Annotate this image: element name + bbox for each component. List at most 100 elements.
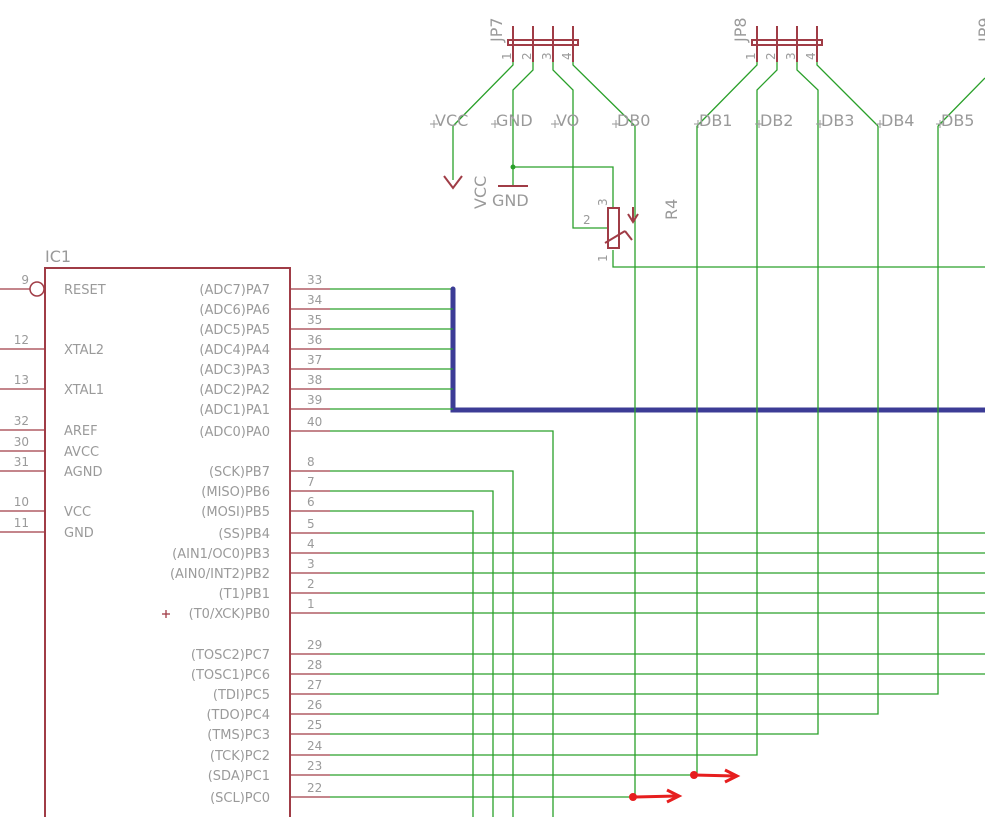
- connector-jp8[interactable]: JP8 1 2 3 4: [731, 17, 823, 62]
- wires: [330, 62, 985, 817]
- ic1-left-pin-name: VCC: [64, 505, 91, 520]
- ic1-left-pin-number: 30: [14, 435, 29, 449]
- ic1-right-pin-number: 29: [307, 638, 322, 652]
- vcc-supply[interactable]: VCC: [443, 175, 490, 209]
- ic1-right-pin-name: (ADC6)PA6: [199, 303, 270, 318]
- vcc-supply-label: VCC: [471, 176, 490, 209]
- connector-jp7[interactable]: JP7 1 2 3 4: [487, 17, 579, 62]
- ic1-right-pin-name: (ADC3)PA3: [199, 363, 270, 378]
- wire-pc2-db2[interactable]: [330, 126, 758, 756]
- wire-jp9-1[interactable]: [937, 77, 985, 127]
- ic1-right-pin-name: (MISO)PB6: [201, 485, 270, 500]
- net-label-db5: DB5: [941, 111, 974, 130]
- r4-pinnum-3: 3: [596, 198, 610, 206]
- r4-pinnum-2: 2: [583, 213, 591, 227]
- ic1-name: IC1: [45, 247, 71, 266]
- ic1-right-pin-number: 37: [307, 353, 322, 367]
- wire-jp7-1[interactable]: [452, 62, 514, 127]
- wire-pot-1[interactable]: [612, 250, 985, 268]
- wire-gnd-pot[interactable]: [513, 166, 614, 207]
- ic1-left-pin-number: 12: [14, 333, 29, 347]
- gnd-supply-label: GND: [492, 191, 529, 210]
- ic1[interactable]: IC1 9RESET12XTAL213XTAL132AREF30AVCC31AG…: [0, 247, 330, 817]
- ic1-left-pin-number: 9: [21, 273, 29, 287]
- jp7-name: JP7: [487, 17, 506, 43]
- net-label-db4: DB4: [881, 111, 914, 130]
- vcc-arrow-icon: [443, 175, 463, 190]
- ic1-left-pin-number: 31: [14, 455, 29, 469]
- wire-jp8-2[interactable]: [756, 62, 778, 126]
- ic1-right-pin-number: 1: [307, 597, 315, 611]
- ic1-right-pin-number: 38: [307, 373, 322, 387]
- ic1-right-pin-name: (SDA)PC1: [208, 769, 270, 784]
- gnd-supply[interactable]: GND: [492, 185, 529, 210]
- ic1-left-pin-number: 10: [14, 495, 29, 509]
- r4-wiper-tail: [624, 230, 633, 241]
- ic1-right-pin-number: 22: [307, 781, 322, 795]
- ic1-right-pin-number: 24: [307, 739, 322, 753]
- ic1-left-pins: 9RESET12XTAL213XTAL132AREF30AVCC31AGND10…: [0, 273, 106, 541]
- ic1-right-pin-number: 33: [307, 273, 322, 287]
- wire-jp8-4[interactable]: [816, 62, 879, 127]
- ic1-left-pin-name: XTAL2: [64, 343, 104, 358]
- junction-bus: [450, 286, 456, 292]
- r4-body: [607, 207, 620, 249]
- wire-jp7-3[interactable]: [552, 62, 574, 126]
- net-label-gnd: GND: [496, 111, 533, 130]
- airwire-1-arrow-icon: [724, 768, 741, 784]
- wire-pc4-db4[interactable]: [330, 126, 879, 715]
- wire-jp8-3[interactable]: [796, 62, 819, 126]
- wire-jp7-2[interactable]: [512, 62, 534, 126]
- ic1-right-pin-name: (AIN1/OC0)PB3: [172, 547, 270, 562]
- wire-pb6[interactable]: [330, 490, 494, 817]
- potentiometer-r4[interactable]: R4 3 2 1: [583, 198, 681, 262]
- ic1-body: [44, 267, 291, 817]
- wire-jp8-1[interactable]: [696, 62, 758, 127]
- wire-pb5[interactable]: [330, 510, 474, 817]
- net-label-vo: VO: [556, 111, 579, 130]
- net-label-vcc: VCC: [435, 111, 468, 130]
- data-bus[interactable]: [450, 289, 985, 413]
- r4-pinnum-1: 1: [596, 254, 610, 262]
- ic1-right-pin-name: (SCL)PC0: [210, 791, 270, 806]
- ic1-right-pin-number: 5: [307, 517, 315, 531]
- ic1-right-pin-number: 8: [307, 455, 315, 469]
- ic1-right-pin-name: (TDI)PC5: [213, 688, 270, 703]
- junction-gnd: [510, 164, 516, 170]
- ic1-right-pin-number: 23: [307, 759, 322, 773]
- ic1-right-pin-name: (TMS)PC3: [207, 728, 270, 743]
- ic1-right-pin-number: 39: [307, 393, 322, 407]
- ic1-right-pin-name: (ADC4)PA4: [199, 343, 270, 358]
- ic1-left-pin-number: 11: [14, 516, 29, 530]
- ic1-right-pin-number: 2: [307, 577, 315, 591]
- wire-pb7[interactable]: [330, 470, 514, 817]
- ic1-right-pin-name: (ADC1)PA1: [199, 403, 270, 418]
- ic1-right-pin-number: 26: [307, 698, 322, 712]
- jp8-body: [751, 39, 823, 46]
- ic1-right-pin-number: 35: [307, 313, 322, 327]
- jp9-name: JP9: [975, 17, 985, 43]
- ic1-left-pin-name: AGND: [64, 465, 102, 480]
- ic1-right-pin-name: (TOSC2)PC7: [191, 648, 270, 663]
- jp8-name: JP8: [731, 17, 750, 43]
- wire-vo[interactable]: [572, 126, 608, 229]
- airwire-1[interactable]: [693, 773, 736, 778]
- wire-pc3-db3[interactable]: [330, 126, 819, 735]
- airwire-2[interactable]: [632, 794, 678, 799]
- wire-jp7-4[interactable]: [572, 62, 636, 127]
- ic1-right-pin-number: 6: [307, 495, 315, 509]
- ic1-right-pin-number: 3: [307, 557, 315, 571]
- jp7-pinnum-1: 1: [500, 52, 514, 60]
- net-label-db1: DB1: [699, 111, 732, 130]
- jp8-pinnum-3: 3: [784, 52, 798, 60]
- connector-jp9[interactable]: JP9: [975, 17, 985, 43]
- wire-pa0[interactable]: [330, 430, 554, 817]
- r4-name: R4: [662, 199, 681, 220]
- ic1-right-pin-name: (ADC5)PA5: [199, 323, 270, 338]
- ic1-right-pin-name: (MOSI)PB5: [201, 505, 270, 520]
- wire-pc5-db5[interactable]: [330, 126, 939, 695]
- ic1-right-pin-name: (TCK)PC2: [210, 749, 270, 764]
- ic1-left-pin-name: AREF: [64, 424, 98, 439]
- net-label-db0: DB0: [617, 111, 650, 130]
